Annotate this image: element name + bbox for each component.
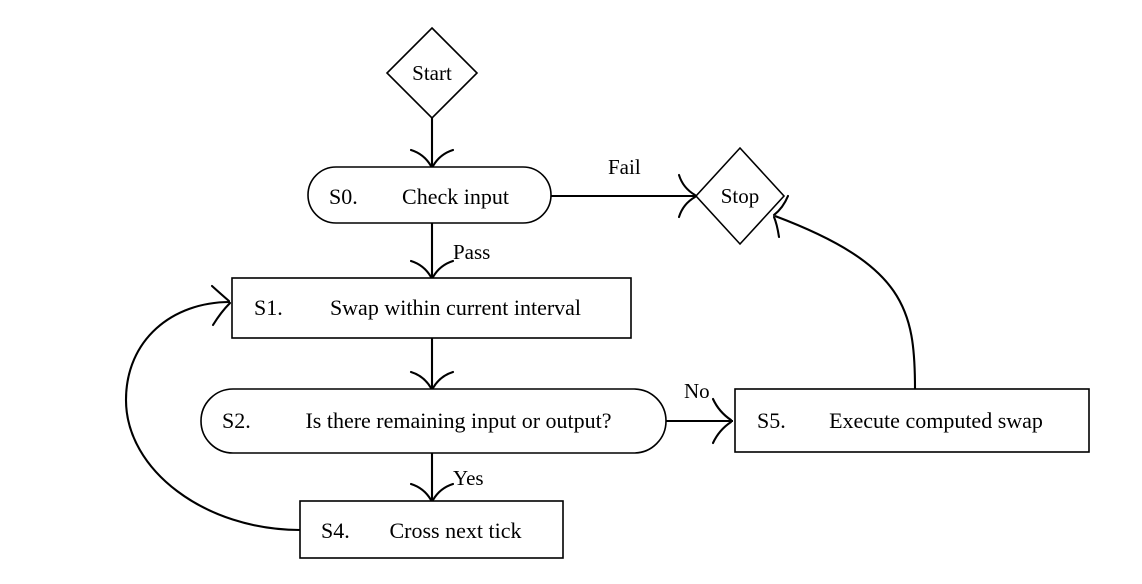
node-s4-step-id: S4.: [321, 518, 350, 543]
node-s2-step-id: S2.: [222, 408, 251, 433]
edge-s2-to-s5: [666, 397, 733, 445]
arrowhead-barb-upper: [210, 284, 231, 303]
node-s2-shape[interactable]: [200, 388, 667, 454]
arrowhead-barb-lower: [772, 215, 781, 239]
node-s2-text: Is there remaining input or output?: [305, 408, 612, 433]
node-s1-shape[interactable]: [231, 277, 632, 339]
node-s0-text: Check input: [402, 184, 509, 209]
edge-start-to-s0: [409, 118, 455, 168]
edge-s2-to-s4: [409, 453, 455, 502]
edge-s4-to-s1: [124, 284, 301, 532]
arrowhead-barb-left: [409, 370, 433, 390]
node-s5-step-id: S5.: [757, 408, 786, 433]
arrowhead-barb-left: [409, 259, 433, 279]
node-stop-shape[interactable]: [694, 146, 786, 246]
arrowhead-barb-lower: [711, 420, 733, 445]
edge-label-pass: Pass: [453, 240, 491, 264]
edge-s0-to-s1: [409, 222, 455, 279]
node-s5-text: Execute computed swap: [829, 408, 1043, 433]
arrowhead-barb-right: [431, 370, 455, 390]
arrowhead-barb-lower: [211, 301, 232, 327]
arrowhead-barb-left: [409, 148, 433, 168]
arrowhead-barb-upper: [711, 397, 733, 422]
node-stop-label: Stop: [720, 184, 760, 208]
edge-label-fail: Fail: [608, 155, 641, 179]
edge-s5-to-stop: [772, 194, 917, 390]
arrowhead-barb-upper: [772, 194, 790, 217]
arrowhead-barb-right: [431, 259, 455, 279]
arrowhead-barb-lower: [677, 195, 697, 219]
node-s0-step-id: S0.: [329, 184, 358, 209]
node-start-shape[interactable]: [385, 26, 479, 120]
node-s5-shape[interactable]: [734, 388, 1090, 453]
node-start-label: Start: [412, 61, 452, 85]
arrowhead-barb-right: [431, 482, 455, 502]
node-s4-text: Cross next tick: [389, 518, 522, 543]
edge-s0-to-stop: [551, 173, 697, 219]
edge-label-no: No: [684, 379, 710, 403]
node-s0-shape[interactable]: [307, 166, 552, 224]
edge-label-yes: Yes: [453, 466, 484, 490]
edge-s1-to-s2: [409, 338, 455, 390]
node-s4-shape[interactable]: [299, 500, 564, 559]
node-s1-text: Swap within current interval: [329, 295, 582, 320]
arrowhead-barb-right: [431, 148, 455, 168]
edge-line: [774, 215, 917, 390]
arrowhead-barb-left: [409, 482, 433, 502]
node-s1-step-id: S1.: [254, 295, 283, 320]
arrowhead-barb-upper: [677, 173, 697, 197]
edge-line: [124, 300, 301, 532]
